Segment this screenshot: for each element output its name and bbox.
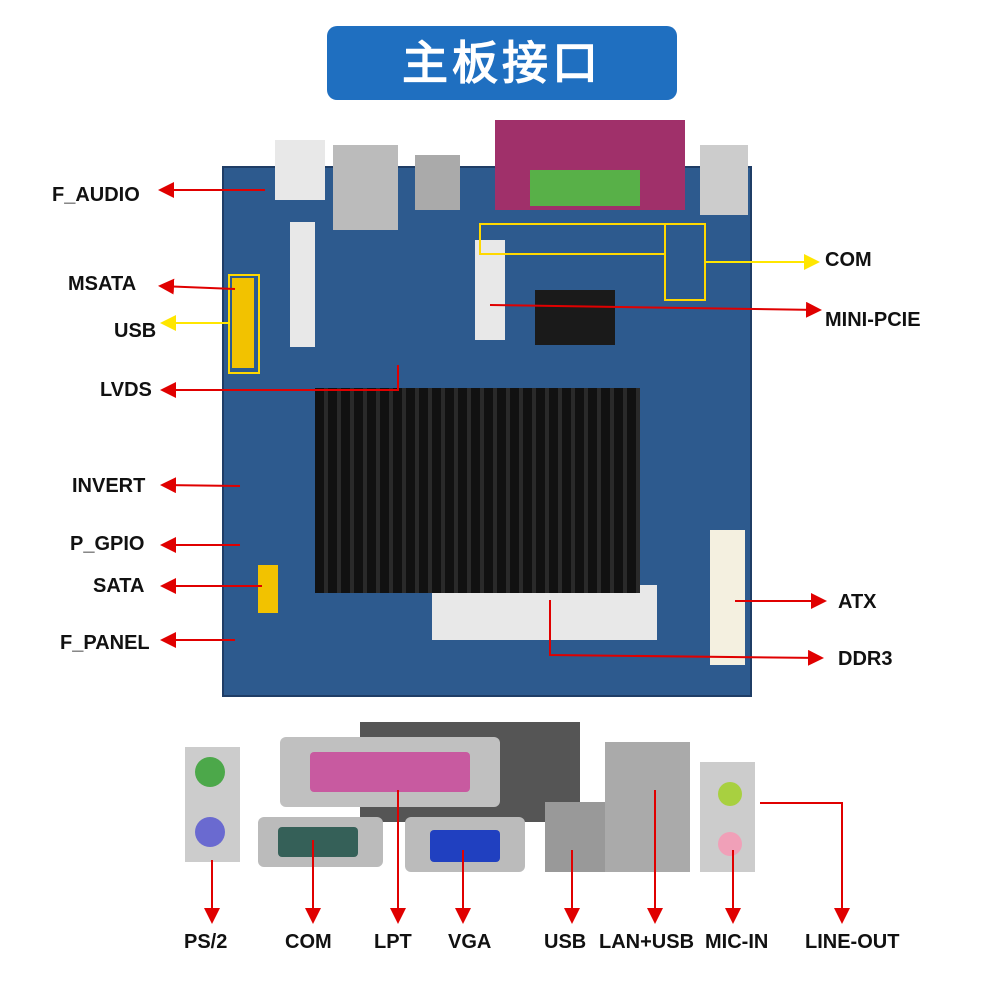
com-highlight-right xyxy=(664,223,706,301)
label-lan-usb: LAN+USB xyxy=(599,931,695,953)
lan-usb-stack xyxy=(605,742,690,872)
ps2-mouse xyxy=(195,757,225,787)
label-ddr3: DDR3 xyxy=(838,648,893,670)
audio-jack xyxy=(275,140,325,200)
label-p-gpio: P_GPIO xyxy=(70,533,145,555)
chip xyxy=(535,290,615,345)
ddr3-slot xyxy=(432,585,657,640)
label-atx: ATX xyxy=(838,591,877,613)
label-f-audio: F_AUDIO xyxy=(52,184,140,206)
label-mini-pcie: MINI-PCIE xyxy=(825,309,921,331)
label-usb: USB xyxy=(114,320,157,342)
label-invert: INVERT xyxy=(72,475,146,497)
usb-port xyxy=(415,155,460,210)
sata-connector xyxy=(258,565,278,613)
lpt-socket xyxy=(310,752,470,792)
page-title: 主板接口 xyxy=(327,26,677,100)
vga-port xyxy=(700,145,748,215)
line-out-jack xyxy=(718,782,742,806)
label-lvds: LVDS xyxy=(100,379,152,401)
usb-stack xyxy=(545,802,605,872)
lan-port xyxy=(333,145,398,230)
io-panel-photo xyxy=(180,722,830,882)
usb-headers xyxy=(232,278,254,368)
mini-pcie-slot xyxy=(475,240,505,340)
label-mic-in: MIC-IN xyxy=(705,931,769,953)
label-lpt: LPT xyxy=(374,931,412,953)
vga-socket xyxy=(430,830,500,862)
atx-connector xyxy=(710,530,745,665)
ps2-keyboard xyxy=(195,817,225,847)
mic-in-jack xyxy=(718,832,742,856)
label-msata: MSATA xyxy=(68,273,137,295)
process-control-card xyxy=(530,170,640,206)
label-line-out: LINE-OUT xyxy=(805,931,900,953)
label-vga: VGA xyxy=(448,931,492,953)
label-sata: SATA xyxy=(93,575,145,597)
msata-slot xyxy=(290,222,315,347)
com-socket xyxy=(278,827,358,857)
label-f-panel: F_PANEL xyxy=(60,632,150,654)
label-io-usb: USB xyxy=(544,931,587,953)
label-com: COM xyxy=(825,249,872,271)
label-ps2: PS/2 xyxy=(184,931,228,953)
label-io-com: COM xyxy=(285,931,332,953)
heatsink xyxy=(315,388,640,593)
